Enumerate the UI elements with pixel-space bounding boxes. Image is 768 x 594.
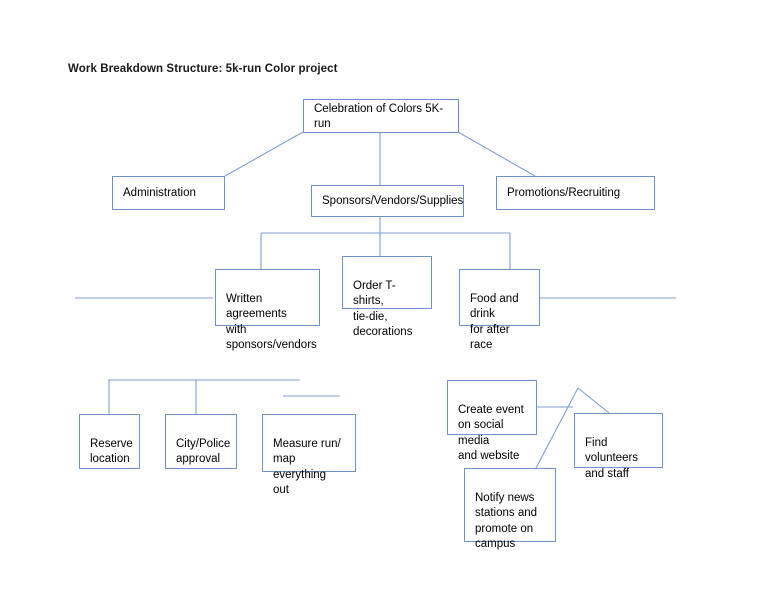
node-food-and-drink-label: Food and drink for after race xyxy=(470,292,519,352)
page-title: Work Breakdown Structure: 5k-run Color p… xyxy=(68,63,338,75)
node-sponsors-label: Sponsors/Vendors/Supplies xyxy=(322,195,464,208)
node-notify-news-label: Notify news stations and promote on camp… xyxy=(475,491,538,551)
node-find-volunteers[interactable]: Find volunteers and staff xyxy=(574,413,663,480)
node-sponsors-vendors-supplies[interactable]: Sponsors/Vendors/Supplies xyxy=(311,185,464,217)
node-find-volunteers-label: Find volunteers and staff xyxy=(585,436,639,480)
node-food-and-drink[interactable]: Food and drink for after race xyxy=(459,269,540,351)
link-root-administration xyxy=(224,131,304,177)
node-administration-label: Administration xyxy=(123,187,196,200)
node-promotions-recruiting[interactable]: Promotions/Recruiting xyxy=(496,176,655,210)
node-reserve-location-label: Reserve location xyxy=(90,437,133,466)
node-written-agreements[interactable]: Written agreements with sponsors/vendors xyxy=(215,269,320,351)
node-measure-run-label: Measure run/ map everything out xyxy=(273,437,341,497)
node-promotions-label: Promotions/Recruiting xyxy=(507,187,621,200)
node-city-police-approval-label: City/Police approval xyxy=(176,437,231,466)
link-apex-find-volunteers xyxy=(577,387,610,414)
node-measure-run[interactable]: Measure run/ map everything out xyxy=(262,414,356,496)
node-root[interactable]: Celebration of Colors 5K-run xyxy=(303,99,459,133)
node-create-event[interactable]: Create event on social media and website xyxy=(447,380,537,462)
link-root-promotions xyxy=(457,131,536,177)
node-order-tshirts-label: Order T-shirts, tie-die, decorations xyxy=(353,279,413,339)
node-root-label: Celebration of Colors 5K-run xyxy=(314,102,444,131)
node-create-event-label: Create event on social media and website xyxy=(458,403,524,463)
link-apex-notify-news xyxy=(535,387,579,469)
node-order-tshirts[interactable]: Order T-shirts, tie-die, decorations xyxy=(342,256,432,338)
node-reserve-location[interactable]: Reserve location xyxy=(79,414,140,469)
node-city-police-approval[interactable]: City/Police approval xyxy=(165,414,237,469)
node-administration[interactable]: Administration xyxy=(112,176,225,210)
node-notify-news[interactable]: Notify news stations and promote on camp… xyxy=(464,468,556,550)
node-written-agreements-label: Written agreements with sponsors/vendors xyxy=(226,292,317,352)
